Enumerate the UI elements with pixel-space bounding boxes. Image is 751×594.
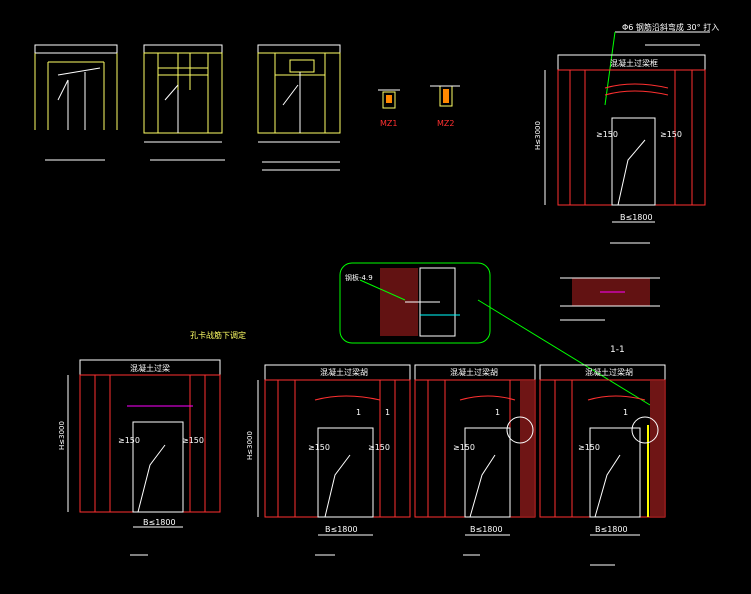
mz1-label: MZ1 <box>380 119 397 128</box>
num-1-a: 1 <box>356 408 361 417</box>
dim-150-f: ≥150 <box>368 443 390 452</box>
section-title: 1-1 <box>610 345 625 355</box>
bottom-door-d: 混凝土过梁胡 1 ≥150 B≤1800 <box>539 364 666 566</box>
num-1-c: 1 <box>495 408 500 417</box>
ring-beam-c: 混凝土过梁胡 <box>450 367 498 377</box>
dim-b-b: B≤1800 <box>325 525 358 534</box>
dim-b-d: B≤1800 <box>595 525 628 534</box>
detail-1 <box>34 44 118 161</box>
num-1-d: 1 <box>623 408 628 417</box>
section-1-1: 1-1 <box>560 277 660 355</box>
bottom-door-c: 混凝土过梁胡 1 ≥150 B≤1800 <box>414 364 536 556</box>
bottom-door-b: 混凝土过梁胡 1 1 ≥150 ≥150 H≤3000 B≤1800 <box>246 364 411 556</box>
dim-b: B≤1800 <box>620 213 653 222</box>
dim-150-c: ≥150 <box>118 436 140 445</box>
callout-text: Φ6 钢筋沿斜弯成 30° 打入 <box>622 22 719 32</box>
ring-beam-b: 混凝土过梁胡 <box>320 367 368 377</box>
detail-2 <box>143 44 225 161</box>
mz-details: MZ1 MZ2 <box>378 85 460 128</box>
bottom-door-a: 孔卡战筋下调定 混凝土过梁 ≥150 ≥150 H≤3000 B≤1800 <box>58 330 246 556</box>
dim-150-d: ≥150 <box>182 436 204 445</box>
ring-beam-label: 混凝土过梁框 <box>610 58 658 68</box>
top-right-door: Φ6 钢筋沿斜弯成 30° 打入 混凝土过梁框 ≥150 ≥150 H≤3000… <box>534 22 719 244</box>
ring-beam-d: 混凝土过梁胡 <box>585 367 633 377</box>
dim-h-a: H≤3000 <box>58 421 66 450</box>
steel-plate-label: 钢板-4.9 <box>345 273 373 282</box>
num-1-b: 1 <box>385 408 390 417</box>
dim-b-a: B≤1800 <box>143 518 176 527</box>
detail-3 <box>257 44 341 171</box>
dim-h-b: H≤3000 <box>246 431 254 460</box>
ring-beam-a: 混凝土过梁 <box>130 363 170 373</box>
dim-150-h: ≥150 <box>578 443 600 452</box>
dim-b-c: B≤1800 <box>470 525 503 534</box>
dim-150-b: ≥150 <box>660 130 682 139</box>
dim-150-g: ≥150 <box>453 443 475 452</box>
dim-h: H≤3000 <box>534 121 542 150</box>
dim-150-e: ≥150 <box>308 443 330 452</box>
dim-150-a: ≥150 <box>596 130 618 139</box>
note-label: 孔卡战筋下调定 <box>190 330 246 340</box>
detail-callout: 钢板-4.9 <box>339 262 651 406</box>
mz2-label: MZ2 <box>437 119 454 128</box>
